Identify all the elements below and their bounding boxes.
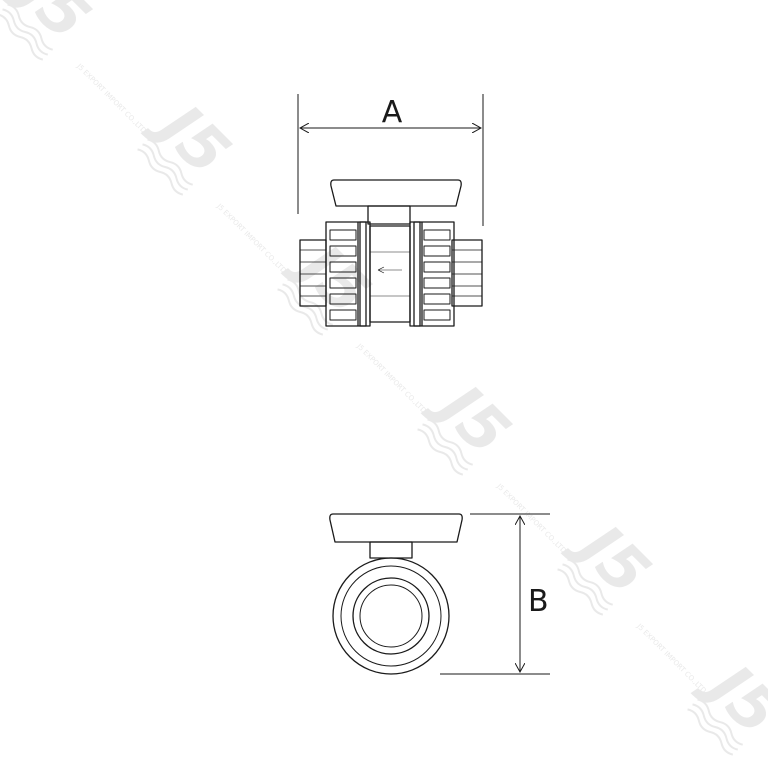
- stem-end: [369, 541, 413, 559]
- flow-arrow: [377, 266, 402, 274]
- dimension-a-label: A: [382, 95, 403, 130]
- dimension-b-label: B: [528, 584, 549, 619]
- watermark-caption: J5 EXPORT IMPORT CO.,LTD: [495, 482, 568, 555]
- right-pipe-end: [451, 239, 483, 307]
- watermark-logo: J5: [687, 643, 768, 756]
- outer-ring: [332, 557, 450, 675]
- bore-inner: [359, 584, 423, 648]
- right-union-nut: [413, 221, 455, 327]
- watermark-logo: J5: [417, 363, 524, 476]
- dimension-b: [440, 513, 550, 675]
- valve-side-view: [299, 179, 483, 327]
- valve-body: [369, 225, 411, 323]
- watermark-caption: J5 EXPORT IMPORT CO.,LTD: [215, 202, 288, 275]
- watermark-caption: J5 EXPORT IMPORT CO.,LTD: [635, 622, 708, 695]
- watermark-caption: J5 EXPORT IMPORT CO.,LTD: [75, 62, 148, 135]
- bore-outer: [352, 577, 430, 655]
- svg-text:J5: J5: [688, 643, 768, 749]
- middle-ring: [340, 565, 442, 667]
- watermark-logo: J5: [557, 503, 664, 616]
- watermark-logo: J5: [137, 83, 244, 196]
- stem: [367, 205, 411, 225]
- left-union-nut: [325, 221, 367, 327]
- svg-text:J5: J5: [138, 83, 244, 189]
- watermark-logo: J5: [0, 0, 104, 61]
- svg-text:J5: J5: [418, 363, 524, 469]
- handle-end: [329, 513, 463, 543]
- valve-end-view: [329, 513, 463, 675]
- svg-text:J5: J5: [278, 223, 384, 329]
- svg-text:J5: J5: [558, 503, 664, 609]
- watermark-caption: J5 EXPORT IMPORT CO.,LTD: [355, 342, 428, 415]
- dimension-a: [297, 94, 484, 226]
- handle-top: [330, 179, 462, 207]
